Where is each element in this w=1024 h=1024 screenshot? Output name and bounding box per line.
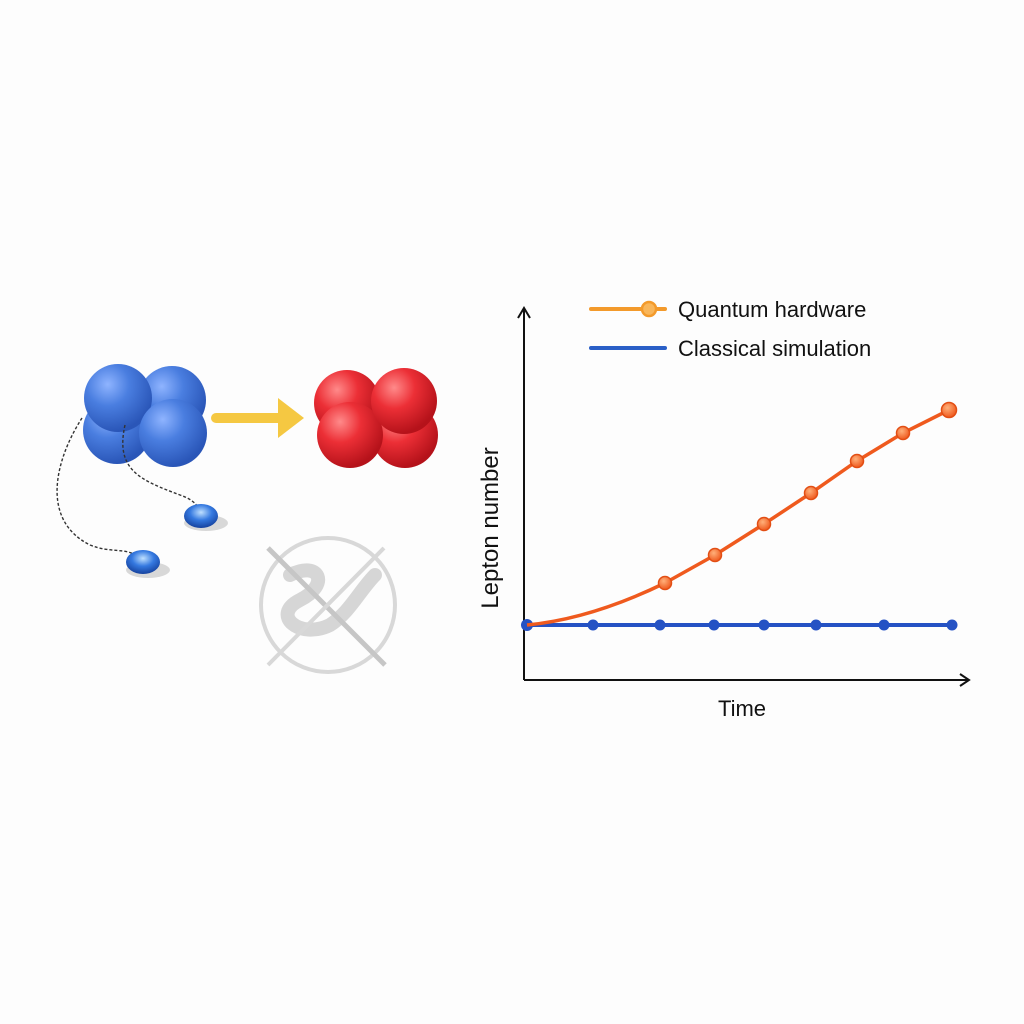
final-nucleus-icon [314,368,438,468]
legend-label-quantum-hardware: Quantum hardware [678,297,866,322]
y-axis-label: Lepton number [477,447,504,608]
legend-item-classical-simulation: Classical simulation [589,336,871,361]
series-quantum-hardware [526,401,958,627]
forbidden-neutrino-icon [259,536,397,674]
transition-arrow-icon [211,398,304,438]
legend-label-classical-simulation: Classical simulation [678,336,871,361]
series-classical-simulation [521,619,958,631]
chart-axes [517,306,971,687]
x-axis-label: Time [718,696,766,721]
legend-item-quantum-hardware: Quantum hardware [589,297,866,322]
lepton-icon [126,504,228,578]
initial-nucleus-icon [83,364,207,467]
legend: Quantum hardware Classical simulation [589,297,871,361]
